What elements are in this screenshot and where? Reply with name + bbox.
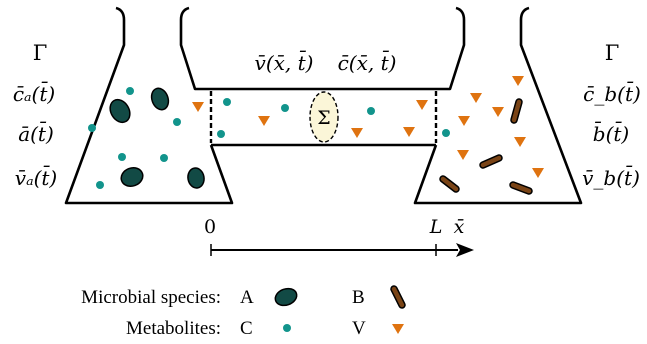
legend-metabolite-c-icon xyxy=(283,324,291,332)
cb-label: c̄_b(t̄) xyxy=(583,81,641,106)
axis-L-label: L xyxy=(429,216,443,238)
gamma-left-label: Γ xyxy=(33,41,48,65)
ca-label: c̄ₐ(t̄) xyxy=(13,81,55,106)
microbes-b xyxy=(439,98,533,195)
left-flask-outline xyxy=(64,6,234,205)
metabolite-v xyxy=(514,137,526,147)
metabolite-c xyxy=(281,104,289,112)
gamma-right-label: Γ xyxy=(605,41,620,65)
metabolite-v xyxy=(470,93,482,103)
metabolite-c xyxy=(217,130,225,138)
metabolite-c xyxy=(118,153,126,161)
sigma-label: Σ xyxy=(317,107,330,129)
microbe-b xyxy=(509,181,533,195)
metabolite-c xyxy=(88,124,96,132)
sigma-cross-section xyxy=(309,91,339,143)
metabolite-c xyxy=(96,181,104,189)
legend-microbe-b-icon xyxy=(390,285,406,309)
microbe-a xyxy=(109,98,131,124)
c-channel-label: c̄(x̄, t̄) xyxy=(338,50,397,75)
right-flask-outline xyxy=(413,6,583,205)
microbe-a xyxy=(187,167,205,189)
metabolite-v xyxy=(457,150,469,160)
metabolite-v xyxy=(532,168,544,178)
axis-x-label: x̄ xyxy=(454,216,465,238)
metabolite-c xyxy=(173,118,181,126)
va-label: v̄ₐ(t̄) xyxy=(15,165,57,190)
legend-microbial-label: Microbial species: xyxy=(81,287,221,308)
metabolite-v xyxy=(512,76,524,86)
metabolite-c xyxy=(223,98,231,106)
legend-metabolite-v-icon xyxy=(392,324,404,334)
metabolite-v xyxy=(458,116,470,126)
legend-species-a-label: A xyxy=(240,287,254,308)
legend-microbe-a-icon xyxy=(274,287,298,307)
legend-species-b-label: B xyxy=(352,287,365,308)
a-label: ā(t̄) xyxy=(18,121,54,146)
axis-zero-label: 0 xyxy=(204,216,216,238)
metabolite-v xyxy=(416,100,428,110)
microbe-a xyxy=(150,87,170,111)
legend-metabolite-v-label: V xyxy=(352,318,366,339)
microbe-a xyxy=(120,166,144,188)
microbe-b xyxy=(479,154,503,169)
metabolite-v xyxy=(351,128,363,138)
metabolites-v xyxy=(192,76,544,178)
metabolite-c xyxy=(126,87,134,95)
metabolite-v xyxy=(258,116,270,126)
metabolite-c xyxy=(160,154,168,162)
vb-label: v̄_b(t̄) xyxy=(582,165,640,190)
metabolite-v xyxy=(492,107,504,117)
left-flask-neck-right xyxy=(179,6,211,91)
x-axis-arrowhead xyxy=(456,243,474,257)
b-label: b̄(t̄) xyxy=(593,121,629,146)
v-channel-label: v̄(x̄, t̄) xyxy=(255,50,314,75)
microbes-a xyxy=(109,87,205,189)
metabolite-c xyxy=(367,107,375,115)
legend-metabolites-label: Metabolites: xyxy=(126,318,221,339)
right-flask-neck-left xyxy=(436,6,466,91)
metabolite-c xyxy=(442,129,450,137)
microbe-b xyxy=(439,175,460,193)
legend-metabolite-c-label: C xyxy=(240,318,253,339)
microbe-b xyxy=(510,98,523,124)
metabolites-c xyxy=(88,87,450,189)
metabolite-v xyxy=(192,102,204,112)
metabolite-v xyxy=(403,127,415,137)
